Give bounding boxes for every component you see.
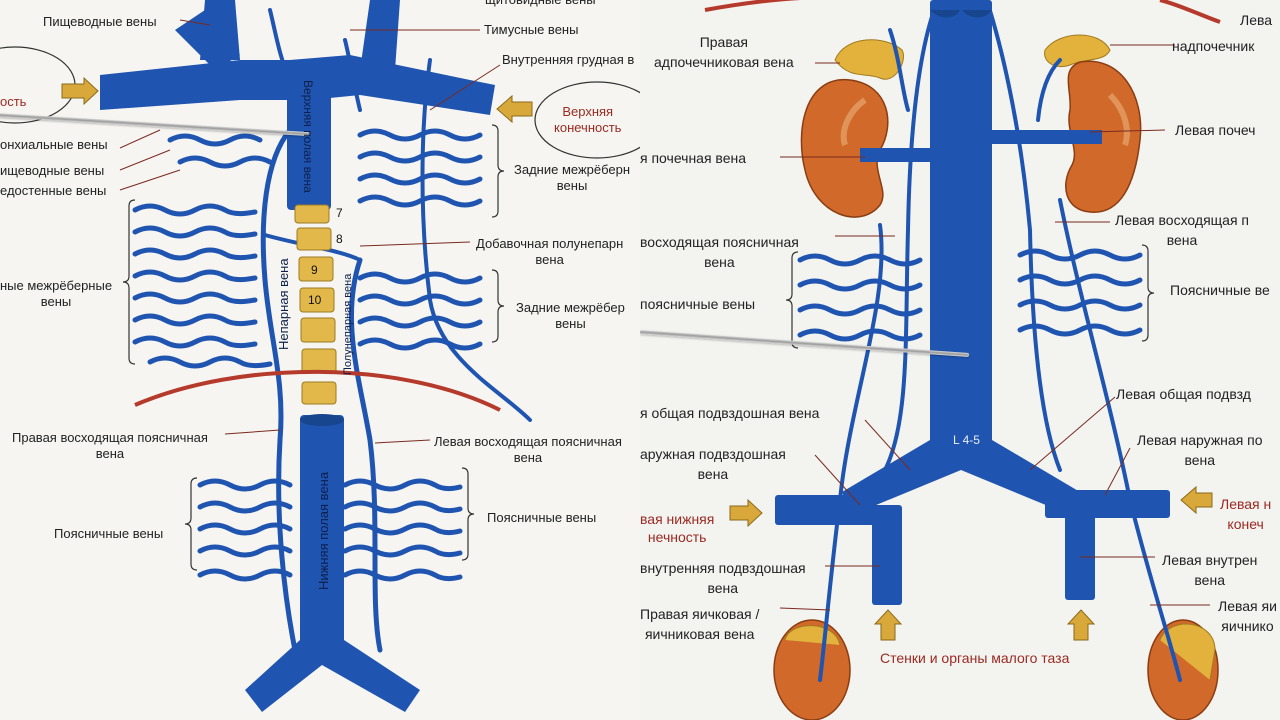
arrow-left-icon [1180, 485, 1213, 515]
inferior-vena-cava-system [775, 0, 1170, 605]
label-thymic: Тимусные вены [484, 22, 579, 37]
left-adrenal [1044, 34, 1111, 67]
label-right-external-iliac: аружная подвздошная вена [640, 446, 786, 482]
common-iliac-veins [842, 440, 1080, 515]
label-right-adrenal: Правая адпочечниковая вена [654, 34, 794, 70]
label-lumbar-right: Поясничные ве [1170, 282, 1270, 298]
label-right-internal-iliac: внутренняя подвздошная вена [640, 560, 806, 596]
leader-lines [119, 19, 501, 444]
label-ivc: Нижняя полая вена [316, 471, 331, 590]
label-left-ascending-lumbar: Левая восходящая п вена [1115, 212, 1250, 248]
left-internal-iliac-vein [1065, 510, 1095, 600]
label-azygos: Непарная вена [276, 258, 291, 350]
label-internal-thoracic: Внутренняя грудная в [502, 52, 635, 67]
label-bronchial: онхиальные вены [0, 137, 108, 152]
label-left-gonadal: Левая яи яичнико [1218, 598, 1277, 634]
left-renal-vein [992, 130, 1102, 144]
label-svc: Верхняя полая вена [301, 80, 315, 193]
left-kidney [1065, 60, 1142, 213]
label-left-renal: Левая почеч [1175, 122, 1256, 138]
abdominal-veins-panel: Правая адпочечниковая вена Лева надпочеч… [640, 0, 1280, 720]
label-posterior-intercostal-1: Задние межрёберн вены [514, 162, 631, 193]
label-right-ascending-lumbar: Правая восходящая поясничная вена [12, 430, 208, 461]
leader-lines [779, 44, 1210, 611]
label-intercostal-left: ные межрёберные вены [0, 278, 113, 309]
label-mediastinal: едостенные вены [0, 183, 107, 198]
right-internal-iliac-vein [872, 505, 902, 605]
label-upper-limb-left: Верхняя конечность [554, 104, 622, 135]
vertebra-7: 7 [336, 206, 343, 220]
arrow-up-icon [873, 609, 903, 641]
label-left-ascending-lumbar: Левая восходящая поясничная вена [434, 434, 622, 465]
label-accessory-hemiazygos: Добавочная полунепарн вена [476, 236, 624, 267]
label-lumbar-right: Поясничные вены [487, 510, 597, 525]
label-left-common-iliac: Левая общая подвзд [1116, 386, 1251, 402]
label-posterior-intercostal-2: Задние межрёбер вены [516, 300, 625, 331]
label-left-lower-limb: Левая н конеч [1220, 496, 1272, 532]
vertebra-9: 9 [311, 263, 318, 277]
thoracic-veins-diagram [0, 0, 640, 712]
hemiazygos-vein-path [348, 257, 383, 653]
label-esophageal: ищеводные вены [0, 163, 105, 178]
label-left-internal-iliac: Левая внутрен вена [1162, 552, 1258, 588]
label-left-adrenal: надпочечник [1172, 38, 1255, 54]
vertebrae [294, 204, 337, 405]
label-right-common-iliac: я общая подвздошная вена [640, 405, 820, 421]
label-hemiazygos: Полунепарная вена [342, 273, 354, 375]
left-external-iliac-vein [1045, 490, 1170, 518]
label-lumbar-left: поясничные вены [640, 296, 756, 312]
label-pelvis: Стенки и органы малого таза [880, 650, 1070, 666]
intercostal-veins-left-side [357, 128, 483, 351]
label-right-gonadal: Правая яичковая / яичниковая вена [640, 606, 760, 642]
label-vertebra-l45: L 4-5 [953, 433, 980, 447]
arrow-right-icon [61, 76, 99, 106]
intercostal-veins-right-side [132, 133, 273, 369]
label-thyroid-partial: щитовидные вены [485, 0, 596, 8]
thoracic-veins-panel: Пищеводные вены щитовидные вены Тимусные… [0, 0, 640, 712]
diaphragm-line [134, 369, 501, 412]
lumbar-veins [197, 478, 463, 582]
label-esophageal-top: Пищеводные вены [43, 14, 157, 29]
label-right-renal: я почечная вена [640, 150, 747, 166]
label-right-lower-limb: вая нижняя нечность [640, 511, 715, 545]
right-external-iliac-vein [775, 495, 875, 525]
inferior-vena-cava [300, 415, 344, 655]
label-upper-limb-right: ость [0, 94, 27, 109]
arrow-up-icon [1066, 609, 1096, 641]
vertebra-8: 8 [336, 232, 343, 246]
label-lumbar-left: Поясничные вены [54, 526, 164, 541]
abdominal-veins-diagram [704, 0, 1221, 720]
inferior-vena-cava [930, 0, 992, 450]
kidneys [800, 60, 1142, 218]
right-kidney [800, 79, 889, 218]
right-renal-vein [860, 148, 932, 162]
label-left-adrenal-top: Лева [1240, 12, 1273, 28]
gonads [773, 619, 1219, 720]
label-right-ascending-lumbar: восходящая поясничная вена [640, 234, 799, 270]
arrow-left-icon [496, 94, 533, 124]
label-left-external-iliac: Левая наружная по вена [1137, 432, 1263, 468]
label-brackets [122, 124, 505, 571]
vertebra-10: 10 [308, 293, 322, 307]
arrow-right-icon [729, 498, 763, 528]
brachiocephalic-veins [100, 0, 495, 712]
right-adrenal [834, 39, 904, 80]
